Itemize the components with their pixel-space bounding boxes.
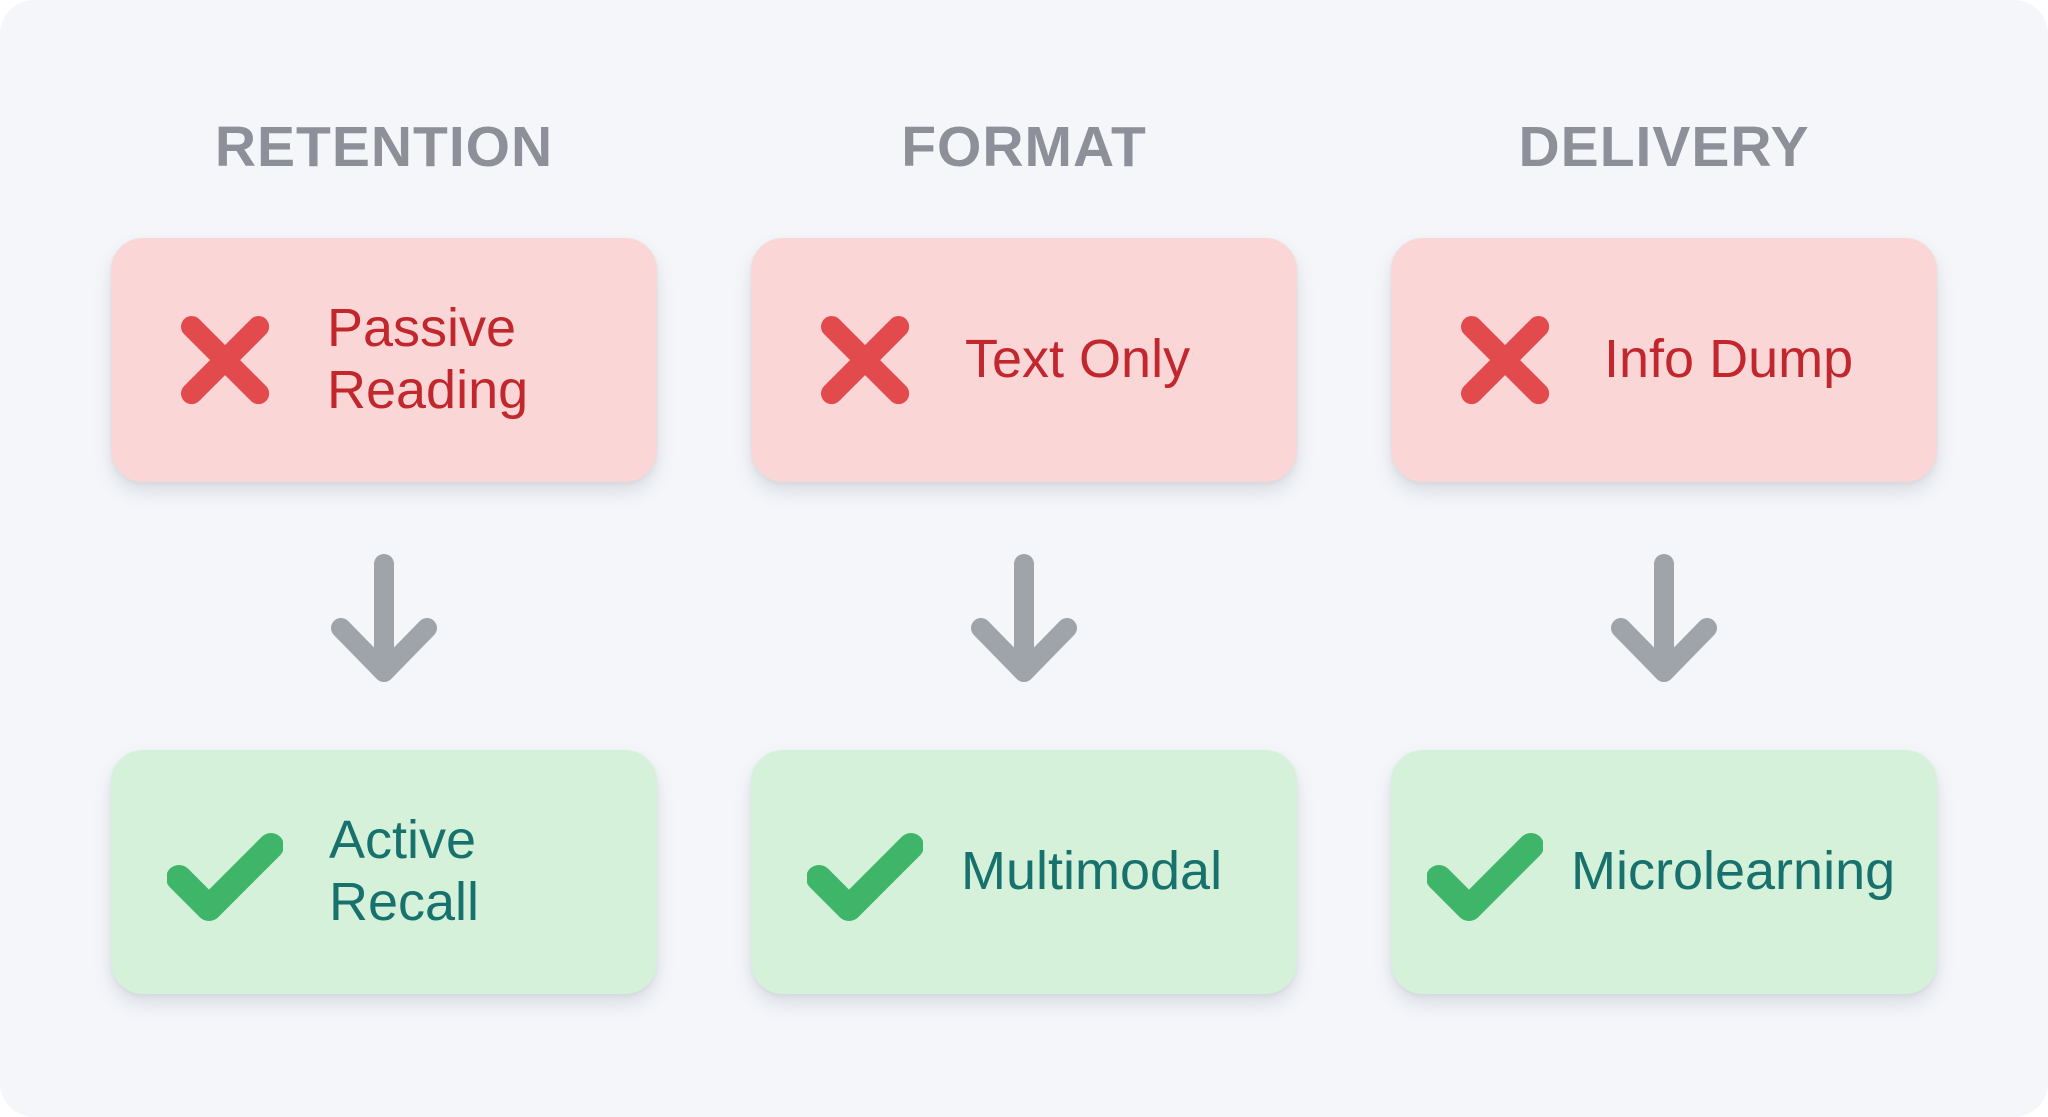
check-icon bbox=[807, 833, 923, 921]
after-card-delivery: Microlearning bbox=[1391, 750, 1937, 994]
after-label: Multimodal bbox=[961, 841, 1223, 901]
check-icon bbox=[1427, 833, 1543, 921]
after-card-format: Multimodal bbox=[751, 750, 1297, 994]
check-icon bbox=[167, 833, 283, 921]
column-heading-retention: RETENTION bbox=[214, 115, 554, 179]
before-card-format: Text Only bbox=[751, 238, 1297, 482]
arrow-down-icon bbox=[331, 554, 437, 682]
column-heading-delivery: DELIVERY bbox=[1518, 115, 1810, 179]
after-label: Active Recall bbox=[329, 810, 480, 932]
before-label: Info Dump bbox=[1604, 329, 1854, 389]
after-card-retention: Active Recall bbox=[111, 750, 657, 994]
arrow-down-icon bbox=[971, 554, 1077, 682]
arrow-down-icon bbox=[1611, 554, 1717, 682]
x-icon bbox=[181, 316, 270, 405]
x-icon bbox=[1461, 316, 1550, 405]
before-card-retention: Passive Reading bbox=[111, 238, 657, 482]
before-label: Text Only bbox=[965, 329, 1191, 389]
before-card-delivery: Info Dump bbox=[1391, 238, 1937, 482]
before-label: Passive Reading bbox=[327, 298, 529, 420]
after-label: Microlearning bbox=[1571, 841, 1896, 901]
x-icon bbox=[821, 316, 910, 405]
column-heading-format: FORMAT bbox=[901, 115, 1147, 179]
